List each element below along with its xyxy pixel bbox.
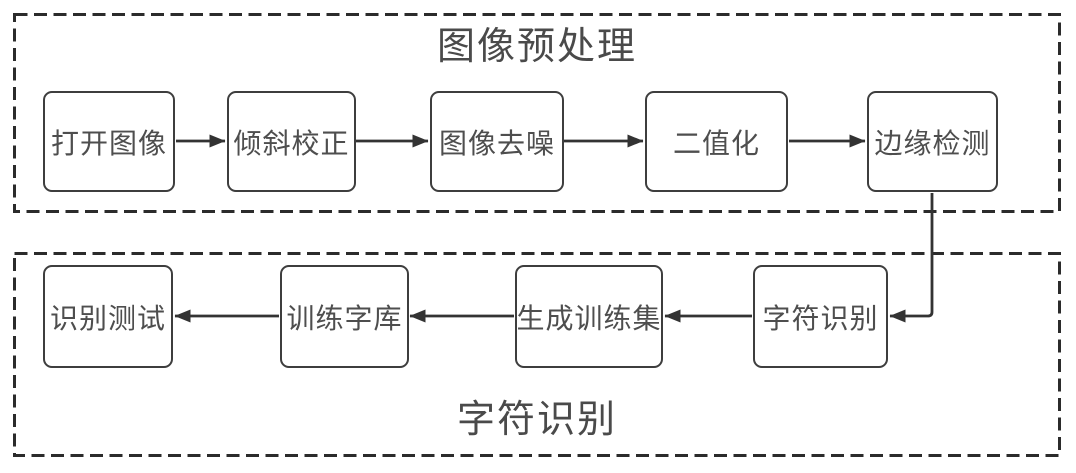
- box-char-recognition: 字符识别: [753, 265, 888, 368]
- box-recognition-test: 识别测试: [43, 265, 173, 368]
- box-binarization: 二值化: [645, 91, 788, 192]
- box-open-image: 打开图像: [43, 91, 175, 192]
- recognition-title: 字符识别: [456, 399, 617, 441]
- preprocessing-title: 图像预处理: [436, 26, 637, 68]
- box-generate-training-set: 生成训练集: [515, 265, 663, 368]
- connector-edge-detection-to-char-recognition: [889, 193, 934, 323]
- preprocessing-dashed-border: [13, 13, 1061, 213]
- box-edge-detection: 边缘检测: [867, 91, 998, 192]
- box-image-denoise: 图像去噪: [430, 91, 564, 192]
- box-train-font-library: 训练字库: [280, 265, 409, 368]
- box-skew-correction: 倾斜校正: [227, 91, 356, 192]
